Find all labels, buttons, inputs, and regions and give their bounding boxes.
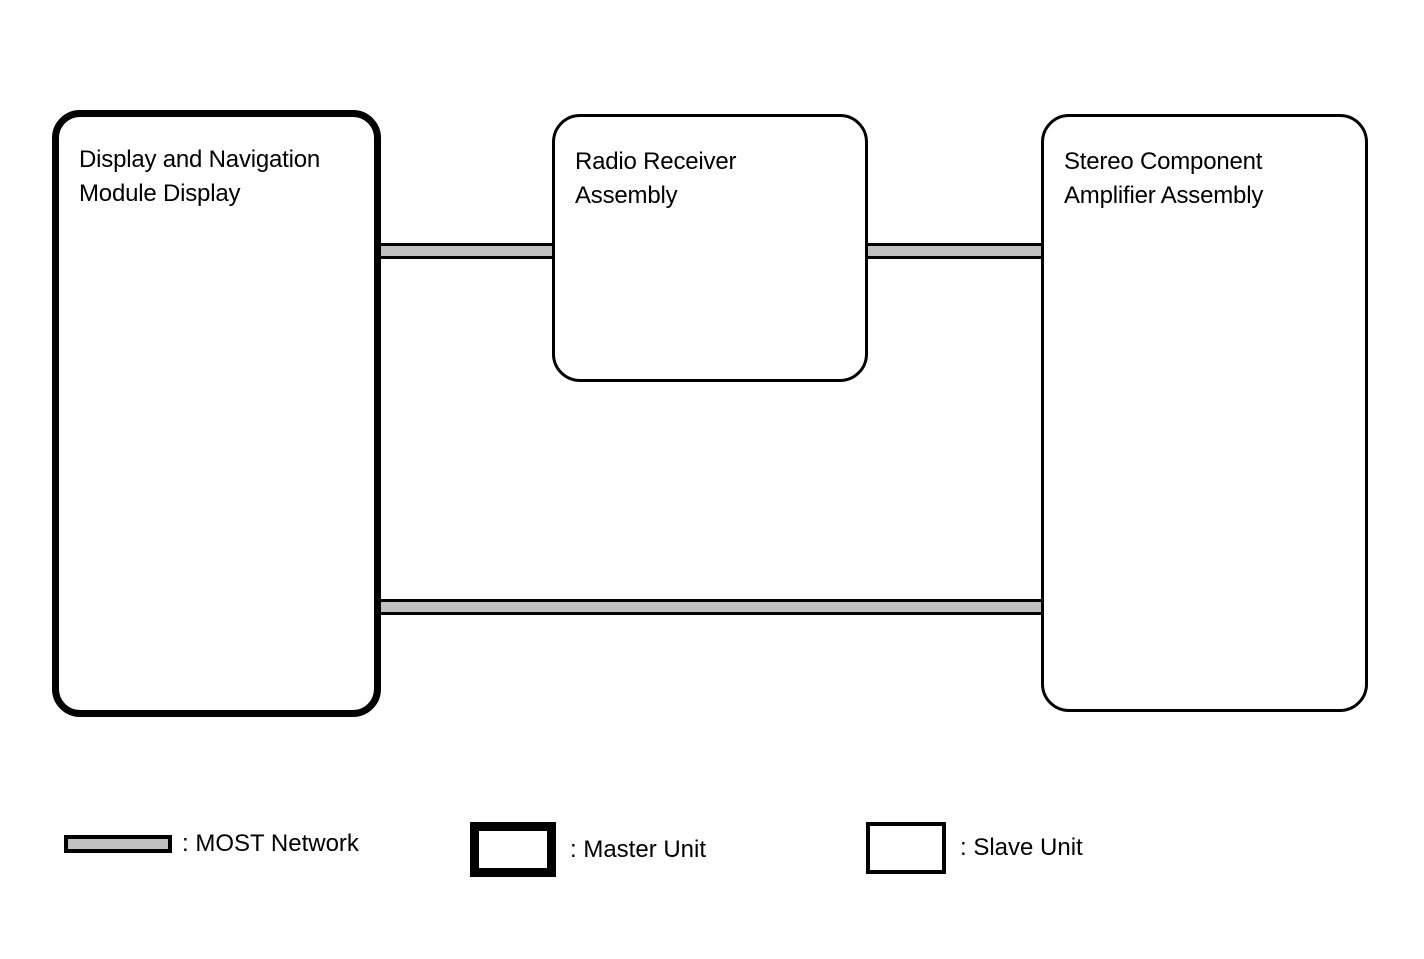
legend-item-slave-unit: : Slave Unit: [866, 822, 1083, 874]
node-radio-receiver-assembly[interactable]: Radio Receiver Assembly: [552, 114, 868, 382]
most-network-link-display-to-amplifier: [374, 599, 1050, 615]
most-network-swatch-icon: [64, 835, 172, 853]
most-network-link-display-to-radio: [374, 243, 564, 259]
node-label-radio-receiver-assembly: Radio Receiver Assembly: [575, 148, 737, 209]
legend: : MOST Network : Master Unit : Slave Uni…: [0, 808, 1424, 903]
legend-label-master-unit: : Master Unit: [570, 835, 707, 863]
legend-label-most-network: : MOST Network: [182, 830, 359, 857]
legend-item-master-unit: : Master Unit: [470, 822, 706, 877]
most-network-link-radio-to-amplifier: [860, 243, 1050, 259]
slave-unit-swatch-icon: [866, 822, 946, 874]
master-unit-swatch-icon: [470, 822, 556, 877]
node-display-and-navigation-module-display[interactable]: Display and Navigation Module Display: [52, 110, 381, 717]
node-label-stereo-component-amplifier-assembly: Stereo Component Amplifier Assembly: [1064, 148, 1264, 209]
node-stereo-component-amplifier-assembly[interactable]: Stereo Component Amplifier Assembly: [1041, 114, 1368, 712]
legend-label-slave-unit: : Slave Unit: [960, 834, 1083, 861]
legend-item-most-network: : MOST Network: [64, 830, 359, 858]
node-label-display-and-navigation-module-display: Display and Navigation Module Display: [79, 146, 321, 207]
